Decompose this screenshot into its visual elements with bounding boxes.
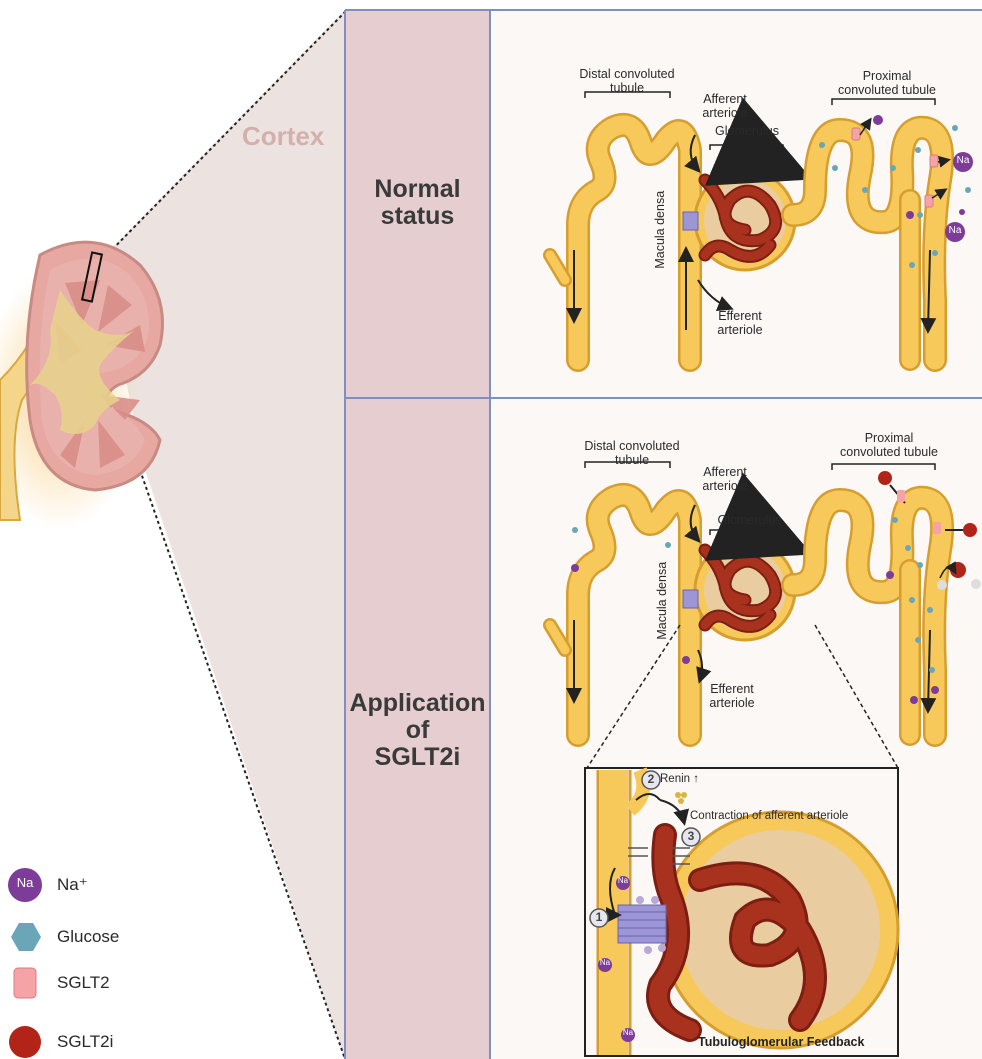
legend-sglt2i-label: SGLT2i: [57, 1032, 113, 1052]
na-ion-inset-1: Na: [613, 877, 633, 886]
contraction-label: Contraction of afferent arteriole: [690, 810, 848, 822]
tubuloglomerular-caption: Tubuloglomerular Feedback: [698, 1036, 864, 1050]
macula-densa-label-sglt2i: Macula densa: [656, 562, 670, 640]
na-ion-normal-1: Na: [953, 156, 973, 167]
step-3-marker: 3: [685, 830, 697, 843]
zoom-wedge: [100, 10, 345, 1059]
sglt2-legend-icon: [14, 968, 36, 998]
macula-densa-label-normal: Macula densa: [654, 191, 668, 269]
legend: [8, 868, 42, 1058]
legend-na-icon-text: Na: [13, 876, 37, 890]
step-2-marker: 2: [645, 773, 657, 786]
legend-sglt2-label: SGLT2: [57, 973, 110, 993]
kidney-illustration: [0, 242, 163, 530]
renin-label: Renin ↑: [660, 773, 699, 785]
step-1-marker: 1: [593, 911, 605, 924]
glomerulus-label-sglt2i: Glomerulus: [712, 514, 787, 528]
glucose-legend-icon: [11, 923, 41, 951]
legend-glucose-label: Glucose: [57, 927, 119, 947]
sglt2i-legend-icon: [9, 1026, 41, 1058]
cortex-label: Cortex: [242, 122, 324, 150]
na-ion-inset-2: Na: [595, 959, 615, 968]
na-ion-inset-3: Na: [618, 1029, 638, 1038]
na-ion-normal-2: Na: [945, 226, 965, 237]
legend-na-label: Na⁺: [57, 875, 88, 895]
glomerulus-label-normal: Glomerulus: [712, 125, 782, 139]
